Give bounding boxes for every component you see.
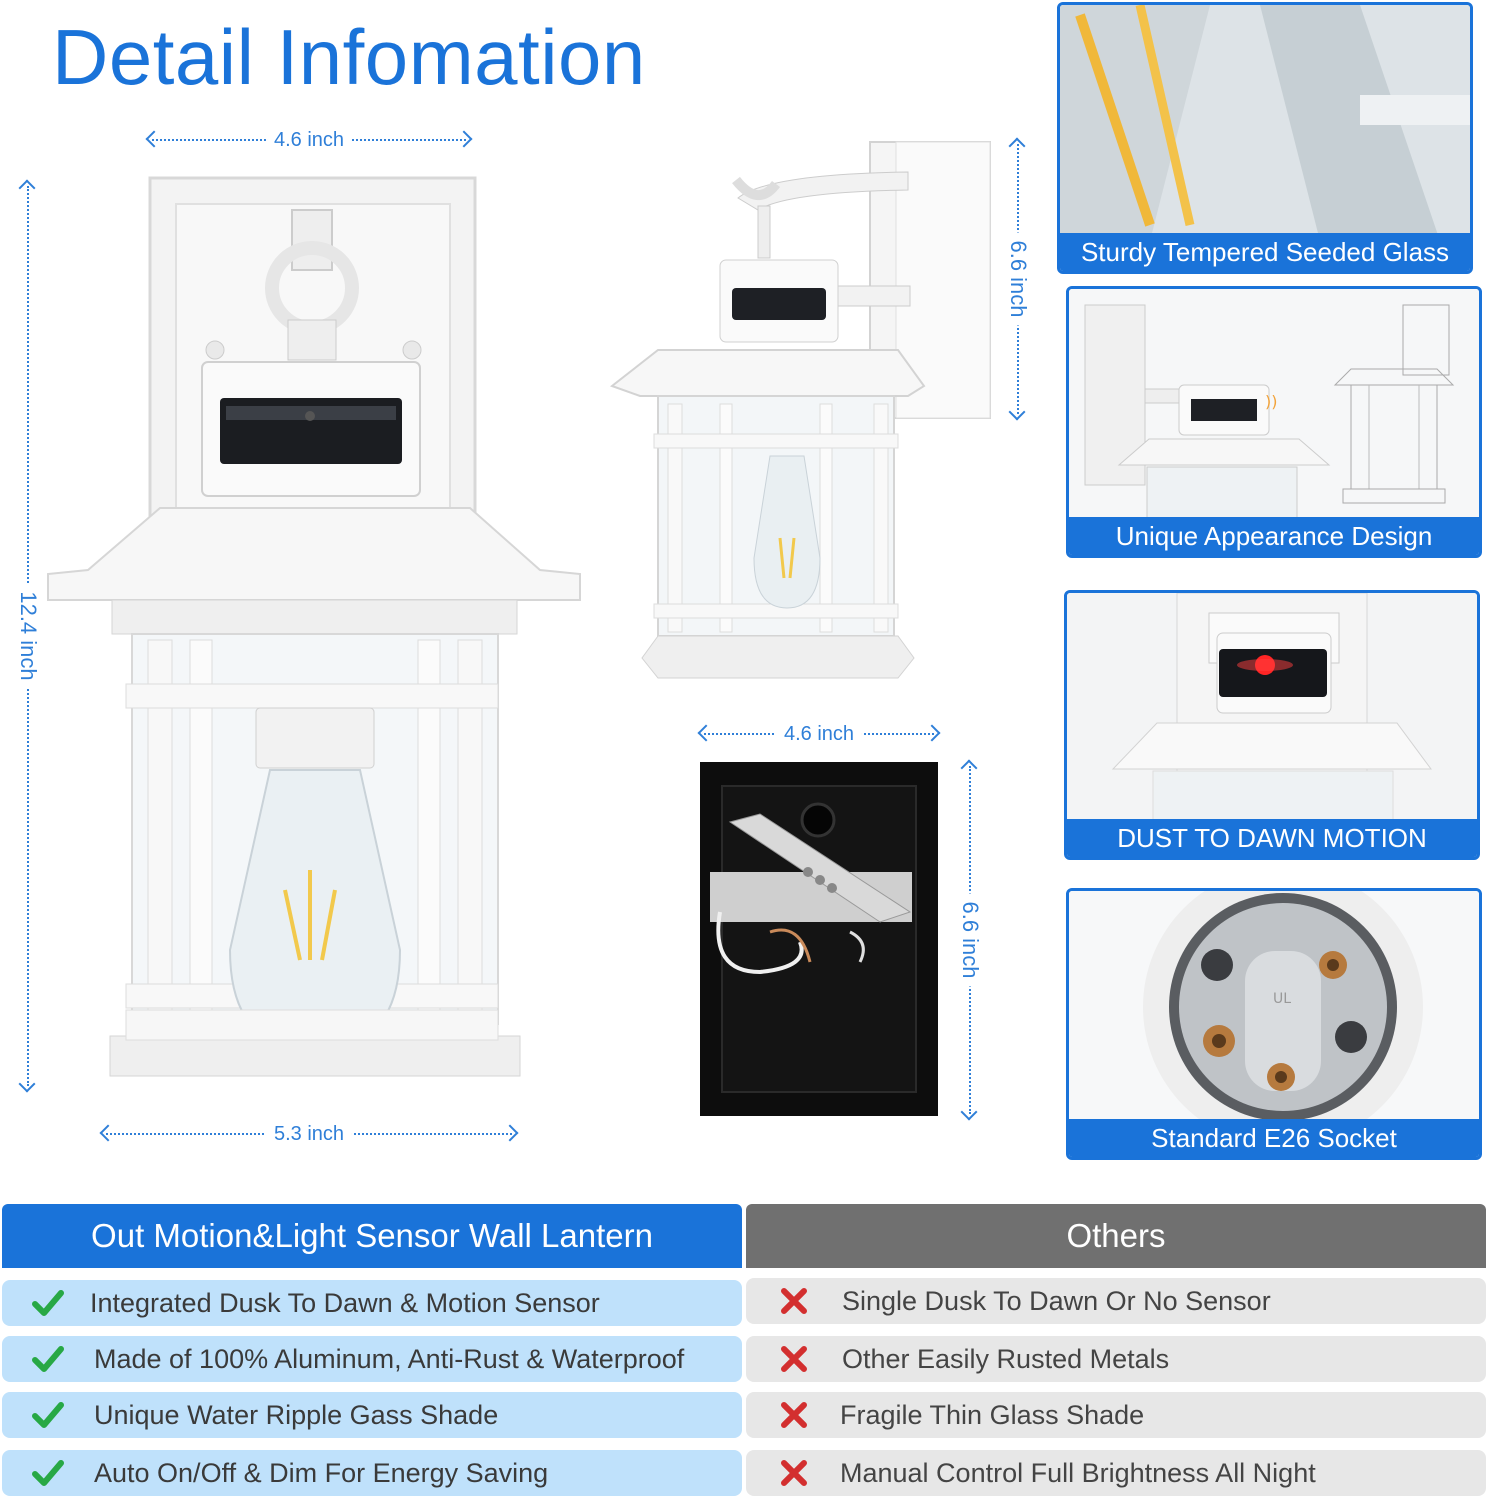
main-lantern-image <box>47 176 581 1077</box>
comparison-header-others: Others <box>746 1204 1486 1268</box>
comparison-row-ours: Unique Water Ripple Gass Shade <box>2 1392 742 1438</box>
side-lantern-image <box>609 141 991 679</box>
main-width-top-label: 4.6 inch <box>265 129 353 152</box>
feature-card-design: )) Unique Appearance Design <box>1066 286 1482 558</box>
comparison-row-ours: Integrated Dusk To Dawn & Motion Sensor <box>2 1280 742 1326</box>
e26-socket-image: UL <box>1069 891 1479 1127</box>
comparison-text-others: Fragile Thin Glass Shade <box>840 1400 1145 1430</box>
comparison-text-others: Manual Control Full Brightness All Night <box>840 1458 1316 1488</box>
cross-icon <box>781 1288 807 1314</box>
comparison-text-ours: Unique Water Ripple Gass Shade <box>94 1400 499 1430</box>
comparison-text-ours: Auto On/Off & Dim For Energy Saving <box>94 1458 549 1488</box>
comparison-row-others: Manual Control Full Brightness All Night <box>746 1450 1486 1496</box>
feature-caption-socket: Standard E26 Socket <box>1069 1119 1479 1157</box>
check-icon <box>32 1460 64 1486</box>
cross-icon <box>781 1346 807 1372</box>
check-icon <box>32 1402 64 1428</box>
comparison-row-ours: Auto On/Off & Dim For Energy Saving <box>2 1450 742 1496</box>
feature-card-socket: UL Standard E26 Socket <box>1066 888 1482 1160</box>
comparison-text-others: Other Easily Rusted Metals <box>842 1344 1170 1374</box>
backplate-width-dimension: 4.6 inch <box>697 723 941 746</box>
main-width-bottom-dimension: 5.3 inch <box>99 1123 519 1146</box>
feature-card-sensor: DUST TO DAWN MOTION SENSOR <box>1064 590 1480 860</box>
feature-caption-design: Unique Appearance Design <box>1069 517 1479 555</box>
cross-icon <box>781 1460 807 1486</box>
seeded-glass-image <box>1060 5 1470 241</box>
side-height-dimension: 6.6 inch <box>1005 137 1031 421</box>
feature-caption-sensor: DUST TO DAWN MOTION SENSOR <box>1067 819 1477 857</box>
comparison-row-others: Single Dusk To Dawn Or No Sensor <box>746 1278 1486 1324</box>
appearance-design-image: )) <box>1069 289 1479 525</box>
comparison-text-ours: Made of 100% Aluminum, Anti-Rust & Water… <box>94 1344 685 1374</box>
comparison-row-others: Other Easily Rusted Metals <box>746 1336 1486 1382</box>
comparison-row-others: Fragile Thin Glass Shade <box>746 1392 1486 1438</box>
comparison-header-ours: Out Motion&Light Sensor Wall Lantern <box>2 1204 742 1268</box>
main-height-label: 12.4 inch <box>15 583 41 689</box>
main-width-top-dimension: 4.6 inch <box>145 129 473 152</box>
backplate-height-label: 6.6 inch <box>957 893 983 987</box>
motion-sensor-image <box>1067 593 1477 827</box>
check-icon <box>32 1290 64 1316</box>
comparison-text-others: Single Dusk To Dawn Or No Sensor <box>842 1286 1271 1316</box>
comparison-row-ours: Made of 100% Aluminum, Anti-Rust & Water… <box>2 1336 742 1382</box>
comparison-text-ours: Integrated Dusk To Dawn & Motion Sensor <box>90 1288 600 1318</box>
backplate-image <box>700 762 938 1116</box>
check-icon <box>32 1346 64 1372</box>
feature-card-glass: Sturdy Tempered Seeded Glass <box>1057 2 1473 274</box>
side-height-label: 6.6 inch <box>1005 232 1031 326</box>
svg-text:UL: UL <box>1273 991 1291 1007</box>
main-height-dimension: 12.4 inch <box>15 179 41 1093</box>
cross-icon <box>781 1402 807 1428</box>
backplate-height-dimension: 6.6 inch <box>957 759 983 1121</box>
main-width-bottom-label: 5.3 inch <box>265 1123 353 1146</box>
backplate-width-label: 4.6 inch <box>775 723 863 746</box>
svg-text:)): )) <box>1265 392 1277 411</box>
feature-caption-glass: Sturdy Tempered Seeded Glass <box>1060 233 1470 271</box>
page-title: Detail Infomation <box>52 13 646 101</box>
